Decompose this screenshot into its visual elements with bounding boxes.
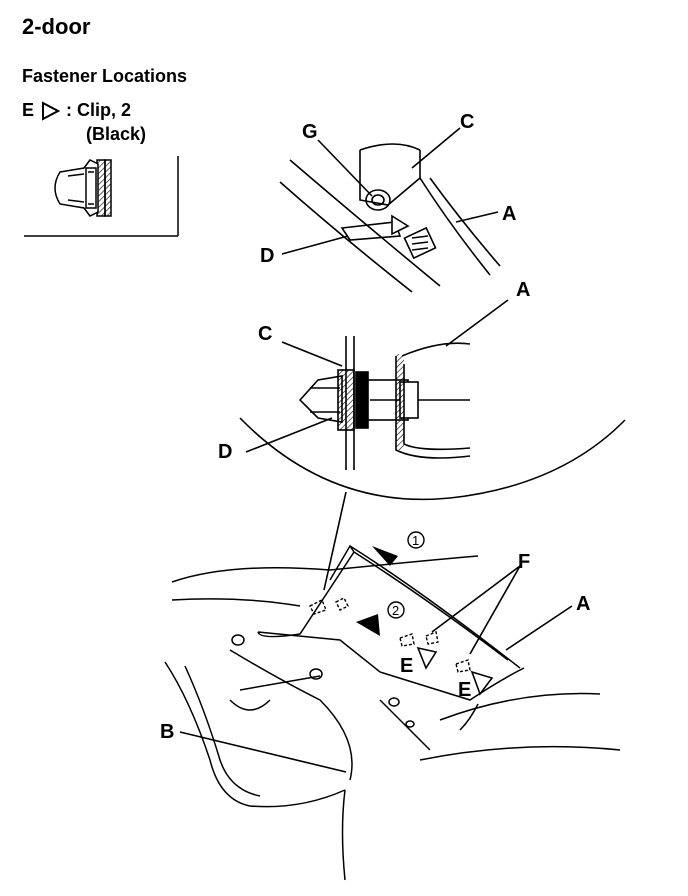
- triangle-outline-icon: [416, 646, 438, 670]
- cross-section-leaders: [245, 299, 509, 591]
- main-view-leaders: [179, 565, 573, 773]
- callout-b: B: [160, 721, 174, 743]
- triangle-outline-icon: [470, 670, 494, 696]
- legend-row: E : Clip, 2: [22, 100, 131, 121]
- callout-e-right: E: [458, 679, 471, 701]
- clip-e-triangles: [416, 646, 494, 696]
- page-title: 2-door: [22, 14, 91, 39]
- callout-c-top: C: [460, 111, 474, 133]
- callout-d-mid: D: [218, 441, 232, 463]
- clip-markers: [309, 597, 471, 673]
- callout-f: F: [518, 551, 530, 573]
- cross-section-detail: [239, 336, 626, 501]
- circled-number-icon: [407, 531, 425, 549]
- callout-a-mid: A: [516, 279, 530, 301]
- circled-number-icon: [387, 601, 405, 619]
- callout-c-mid: C: [258, 323, 272, 345]
- top-detail-leaders: [281, 127, 499, 255]
- legend-text: : Clip, 2: [66, 100, 132, 120]
- clip-legend-inset: [24, 156, 179, 237]
- main-vehicle-view: [164, 544, 621, 881]
- section-heading: Fastener Locations: [22, 66, 188, 86]
- arrow-icon: [356, 614, 380, 636]
- step-2-number: 2: [392, 603, 399, 618]
- removal-arrows: [356, 531, 425, 636]
- callout-g: G: [302, 121, 318, 143]
- arrow-icon: [372, 546, 398, 566]
- top-detail-panel: [279, 143, 501, 293]
- legend-color-note: (Black): [86, 124, 147, 144]
- callout-a-bottom: A: [576, 593, 590, 615]
- callout-d-top: D: [260, 245, 274, 267]
- legend-letter: E: [22, 100, 35, 120]
- triangle-outline-icon: [42, 100, 61, 121]
- callout-e-left: E: [400, 655, 413, 677]
- callout-a-top: A: [502, 203, 516, 225]
- step-1-number: 1: [412, 533, 419, 548]
